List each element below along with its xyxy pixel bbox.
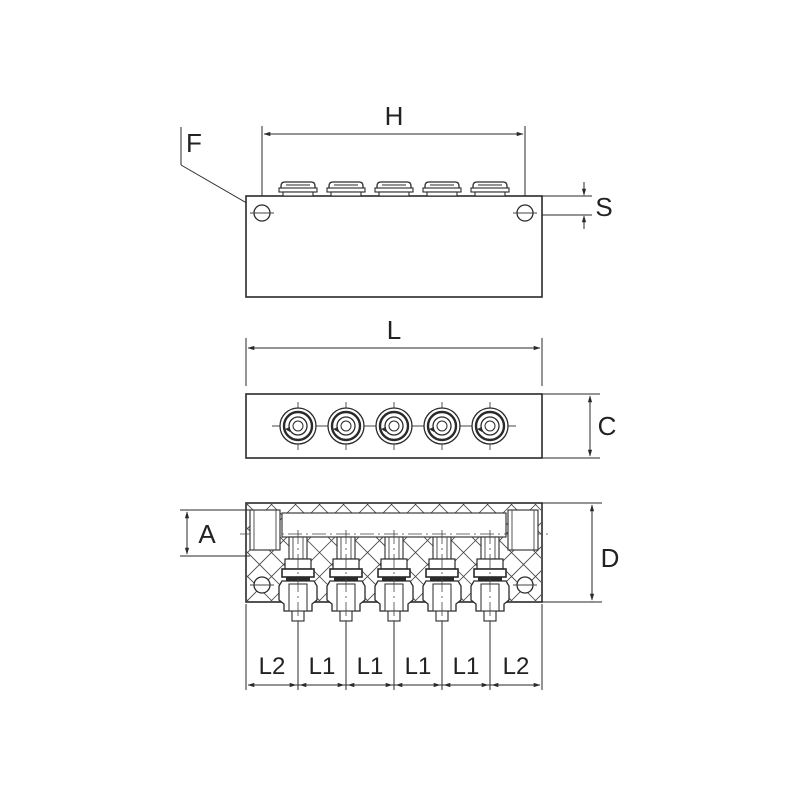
label-l1: L1 [309, 653, 336, 680]
label-l1: L1 [357, 653, 384, 680]
spacing-dimensions: L2 L1 L1 L1 L1 L2 [245, 604, 543, 690]
end-port-right [507, 509, 539, 551]
outlet-fittings [278, 530, 510, 625]
outlet-fitting-1 [278, 530, 318, 625]
label-d: D [601, 543, 620, 573]
label-l1: L1 [405, 653, 432, 680]
outlet-fitting-4 [422, 530, 462, 625]
outlet-cap-3 [374, 181, 414, 197]
outlet-fitting-2 [326, 530, 366, 625]
label-a: A [198, 519, 216, 549]
label-l1: L1 [453, 653, 480, 680]
front-view: L C [245, 315, 617, 459]
outlet-cap-5 [470, 181, 510, 197]
label-l: L [387, 315, 401, 345]
label-s: S [595, 192, 612, 222]
top-view-body [245, 195, 543, 298]
outlet-caps [278, 181, 510, 197]
outlet-fitting-5 [470, 530, 510, 625]
section-view: A D L2 L1 L1 L1 L1 L2 [180, 502, 620, 690]
top-view: H F S [180, 101, 613, 298]
outlet-cap-1 [278, 181, 318, 197]
mounting-hole-left [250, 204, 274, 222]
mounting-hole-right [513, 204, 537, 222]
label-l2: L2 [259, 653, 286, 680]
outlet-cap-4 [422, 181, 462, 197]
outlet-port-3 [368, 402, 420, 450]
outlet-cap-2 [326, 181, 366, 197]
dimension-s: S [542, 182, 613, 229]
dimension-f: F [180, 127, 258, 210]
dimension-c: C [542, 393, 617, 459]
label-f: F [186, 128, 202, 158]
outlet-fitting-3 [374, 530, 414, 625]
dimension-l: L [245, 315, 543, 386]
outlet-port-1 [272, 402, 324, 450]
section-hole-left [250, 576, 274, 594]
dimension-d: D [542, 502, 620, 603]
outlet-port-5 [464, 402, 516, 450]
dimension-a: A [180, 509, 250, 557]
label-l2: L2 [503, 653, 530, 680]
label-c: C [598, 411, 617, 441]
end-port-left [249, 509, 281, 551]
label-h: H [385, 101, 404, 131]
section-hole-right [513, 576, 537, 594]
outlet-port-2 [320, 402, 372, 450]
outlet-port-4 [416, 402, 468, 450]
outlet-ports [272, 402, 516, 450]
